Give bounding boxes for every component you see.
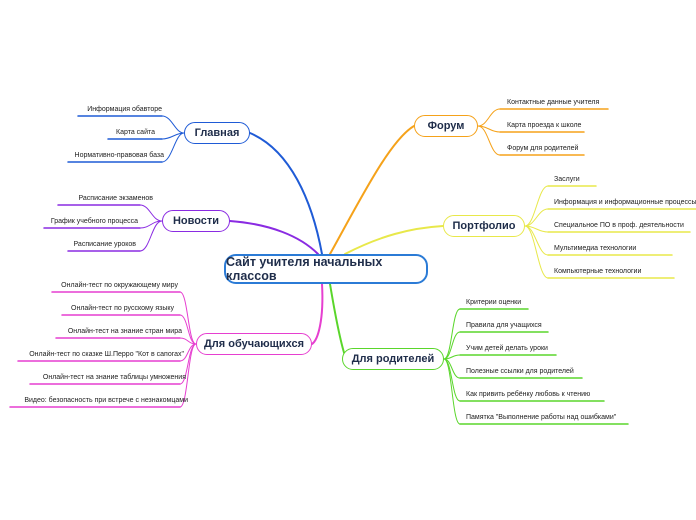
parents-item[interactable]: Памятка "Выполнение работы над ошибками" (466, 414, 617, 421)
branch-link-news (139, 204, 163, 222)
branch-forum[interactable]: Форум (414, 115, 478, 137)
news-item[interactable]: Расписание уроков (73, 241, 137, 248)
news-item[interactable]: График учебного процесса (50, 218, 138, 225)
students-item[interactable]: Онлайн-тест по сказке Ш.Перро "Кот в сап… (29, 351, 184, 358)
main-item[interactable]: Информация обавторе (87, 106, 162, 113)
branch-portfolio[interactable]: Портфолио (443, 215, 525, 237)
forum-item[interactable]: Форум для родителей (507, 145, 579, 152)
branch-link-forum (477, 108, 501, 127)
connector-students (311, 283, 324, 345)
branch-link-parents (443, 331, 461, 360)
branch-link-students (179, 291, 197, 345)
branch-link-portfolio (524, 185, 549, 227)
parents-item[interactable]: Правила для учащихся (466, 322, 542, 329)
parents-item[interactable]: Учим детей делать уроки (466, 345, 548, 352)
students-item[interactable]: Онлайн-тест на знание стран мира (67, 328, 182, 335)
news-item[interactable]: Расписание экзаменов (78, 195, 153, 202)
branch-link-parents (443, 308, 461, 360)
branch-students[interactable]: Для обучающихся (196, 333, 312, 355)
portfolio-item[interactable]: Заслуги (554, 176, 580, 183)
branch-main[interactable]: Главная (184, 122, 250, 144)
students-item[interactable]: Онлайн-тест по окружающему миру (61, 282, 178, 289)
parents-item[interactable]: Полезные ссылки для родителей (466, 368, 574, 375)
main-item[interactable]: Карта сайта (116, 129, 155, 136)
branch-parents[interactable]: Для родителей (342, 348, 444, 370)
portfolio-item[interactable]: Информация и информационные процессы (554, 199, 696, 206)
students-item[interactable]: Онлайн-тест на знание таблицы умножения (42, 374, 186, 381)
central-topic[interactable]: Сайт учителя начальных классов (224, 254, 428, 284)
branch-link-main (161, 115, 185, 134)
connector-portfolio (344, 225, 444, 255)
branch-link-news (139, 220, 163, 252)
students-item[interactable]: Видео: безопасность при встрече с незнак… (24, 397, 188, 404)
branch-link-portfolio (524, 208, 549, 227)
branch-link-students (179, 343, 197, 408)
connector-parents (329, 283, 346, 357)
forum-item[interactable]: Карта проезда к школе (507, 122, 582, 129)
branch-news[interactable]: Новости (162, 210, 230, 232)
branch-link-parents (443, 358, 461, 425)
main-item[interactable]: Нормативно-правовая база (74, 152, 164, 159)
connector-main (249, 132, 323, 255)
portfolio-item[interactable]: Компьютерные технологии (554, 268, 642, 275)
portfolio-item[interactable]: Мультимедиа технологии (554, 245, 637, 252)
branch-link-main (161, 132, 185, 163)
parents-item[interactable]: Как привить ребёнку любовь к чтению (466, 391, 591, 398)
branch-link-students (179, 314, 197, 345)
connector-news (229, 220, 319, 255)
portfolio-item[interactable]: Специальное ПО в проф. деятельности (554, 222, 684, 229)
forum-item[interactable]: Контактные данные учителя (507, 99, 600, 106)
parents-item[interactable]: Критерии оценки (466, 299, 522, 306)
connector-forum (329, 125, 415, 255)
branch-link-forum (477, 125, 501, 156)
students-item[interactable]: Онлайн-тест по русскому языку (71, 305, 174, 312)
branch-link-portfolio (524, 225, 549, 279)
